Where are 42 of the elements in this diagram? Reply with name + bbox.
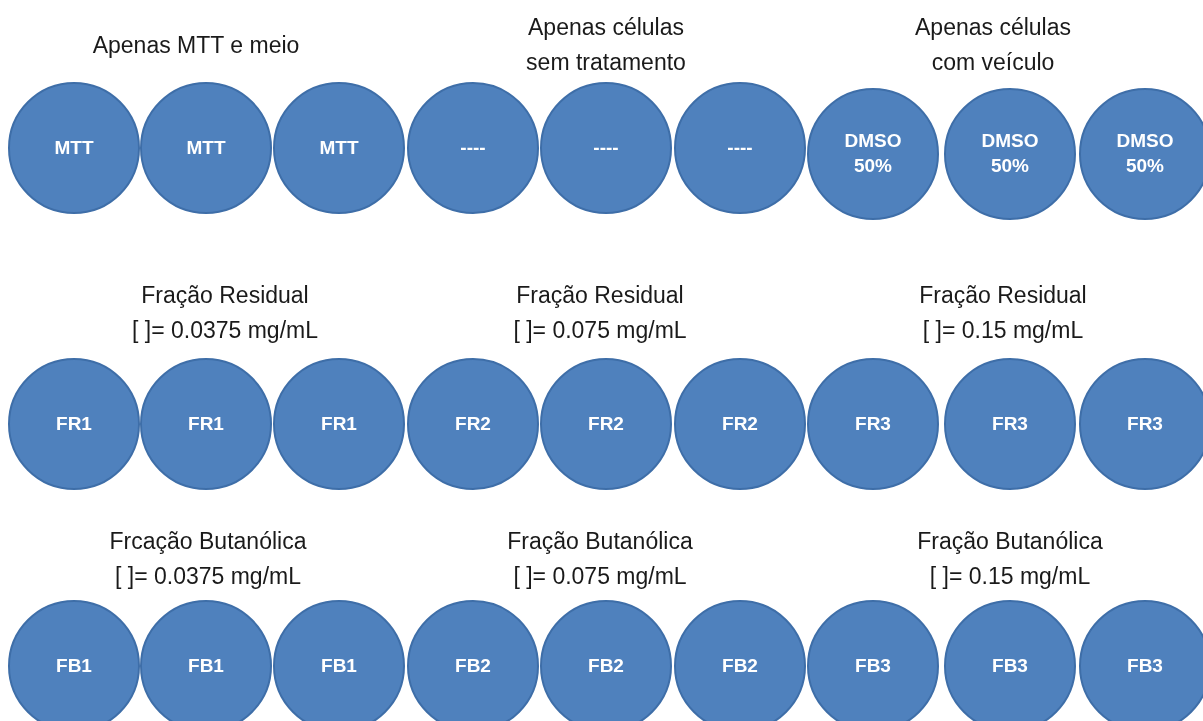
well-label: FR3 (855, 411, 891, 436)
well-label: ---- (727, 135, 753, 160)
well-label: DMSO 50% (1115, 129, 1175, 178)
group-heading: Apenas células com veículo (914, 13, 1072, 77)
well-label: FR1 (321, 411, 357, 436)
well-label: FB1 (56, 653, 92, 678)
group-heading: Apenas MTT e meio (92, 31, 300, 60)
well-label: FB3 (855, 653, 891, 678)
well-label: MTT (186, 135, 226, 160)
well-label: FR1 (188, 411, 224, 436)
group-heading: [ ]= 0.0375 mg/mL (115, 562, 301, 591)
well-label: FB1 (321, 653, 357, 678)
well-label: FR3 (992, 411, 1028, 436)
well-label: FR2 (722, 411, 758, 436)
well-label: FR2 (455, 411, 491, 436)
well-label: FR3 (1127, 411, 1163, 436)
well-label: DMSO 50% (980, 129, 1040, 178)
well-label: FB3 (992, 653, 1028, 678)
well-label: FB2 (455, 653, 491, 678)
group-heading: [ ]= 0.075 mg/mL (513, 562, 687, 591)
group-heading: [ ]= 0.0375 mg/mL (132, 316, 318, 345)
well-label: FB2 (588, 653, 624, 678)
group-heading: Fração Residual (516, 281, 684, 310)
well-label: MTT (54, 135, 94, 160)
group-heading: [ ]= 0.15 mg/mL (929, 562, 1091, 591)
well-label: FR2 (588, 411, 624, 436)
well-label: DMSO 50% (843, 129, 903, 178)
well-label: FR1 (56, 411, 92, 436)
group-heading: Fração Butanólica (917, 527, 1103, 556)
well-label: ---- (460, 135, 486, 160)
well-label: MTT (319, 135, 359, 160)
group-heading: [ ]= 0.075 mg/mL (513, 316, 687, 345)
well-label: FB2 (722, 653, 758, 678)
group-heading: [ ]= 0.15 mg/mL (922, 316, 1084, 345)
group-heading: Fração Residual (141, 281, 309, 310)
well-label: FB3 (1127, 653, 1163, 678)
group-heading: Apenas células sem tratamento (525, 13, 687, 77)
group-heading: Frcação Butanólica (109, 527, 307, 556)
group-heading: Fração Butanólica (507, 527, 693, 556)
group-heading: Fração Residual (919, 281, 1087, 310)
well-label: FB1 (188, 653, 224, 678)
well-label: ---- (593, 135, 619, 160)
